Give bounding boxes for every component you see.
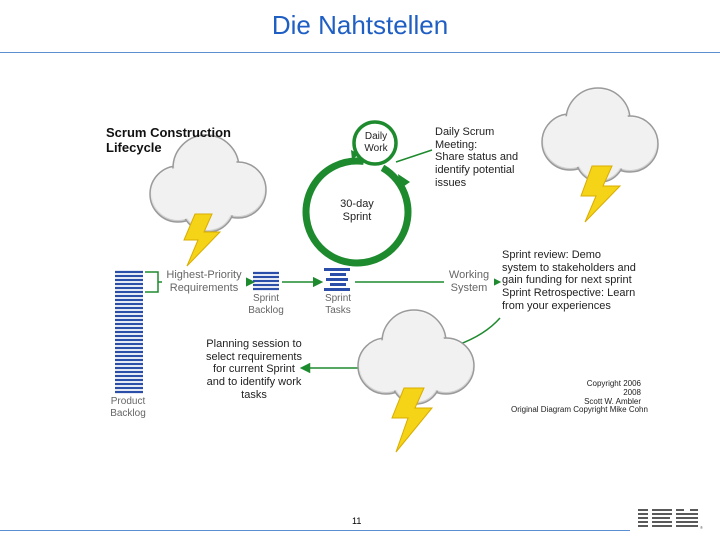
lightning-icon xyxy=(580,165,622,223)
priority-bracket xyxy=(145,271,159,293)
daily-work-label: Daily Work xyxy=(364,131,388,154)
title-divider xyxy=(0,52,720,53)
storm-cloud-right xyxy=(541,87,659,223)
lightning-icon xyxy=(391,387,434,453)
ibm-logo: ® xyxy=(638,509,703,530)
sprint-tasks-label: Sprint Tasks xyxy=(324,293,352,316)
sprint-cycle-arrowhead xyxy=(398,174,410,189)
copyright-label: Copyright 2006 2008 Scott W. Ambler xyxy=(584,379,641,407)
svg-text:®: ® xyxy=(700,525,703,530)
storm-cloud-left xyxy=(149,134,267,267)
sprint-backlog-stack xyxy=(253,271,279,291)
highest-priority-label: Highest-Priority Requirements xyxy=(162,269,246,295)
page-number: 11 xyxy=(352,516,362,526)
daily-scrum-label: Daily Scrum Meeting: Share status and id… xyxy=(435,126,519,189)
sprint-tasks-glyph xyxy=(324,268,350,291)
storm-cloud-bottom xyxy=(357,309,475,453)
sprint-review-label: Sprint review: Demo system to stakeholde… xyxy=(502,249,636,312)
sprint-length-label: 30-day Sprint xyxy=(340,198,374,223)
lightning-icon xyxy=(183,213,222,267)
diagram-heading: Scrum Construction Lifecycle xyxy=(106,125,231,155)
slide-title: Die Nahtstellen xyxy=(271,10,449,40)
planning-session-label: Planning session to select requirements … xyxy=(206,338,302,401)
daily-cycle-arrow xyxy=(352,120,398,166)
sprint-backlog-label: Sprint Backlog xyxy=(248,293,284,316)
original-diagram-credit: Original Diagram Copyright Mike Cohn xyxy=(511,405,648,414)
product-backlog-label: Product Backlog xyxy=(110,396,146,419)
working-system-label: Working System xyxy=(444,269,494,295)
daily-cycle-arrowhead xyxy=(351,150,359,160)
footer-divider xyxy=(0,530,630,531)
sprint-cycle-arrow xyxy=(302,157,412,267)
daily-scrum-connector xyxy=(395,149,433,163)
product-backlog-stack xyxy=(114,270,144,398)
